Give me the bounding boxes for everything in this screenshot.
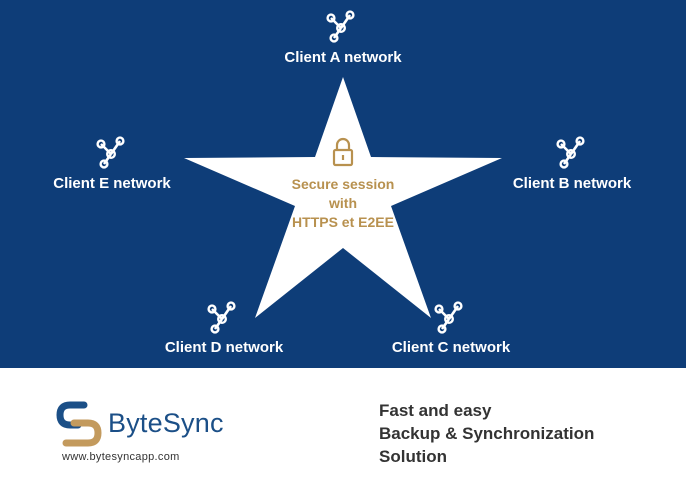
node-label-client-e: Client E network — [53, 175, 171, 192]
footer-panel — [0, 368, 686, 500]
network-nodes-icon — [556, 136, 585, 169]
node-client-e: Client E network — [53, 136, 171, 192]
center-line-1: Secure session — [292, 176, 395, 192]
network-nodes-icon — [326, 10, 355, 43]
tagline-line-1: Fast and easy — [379, 401, 492, 420]
node-label-client-a: Client A network — [284, 49, 402, 66]
network-diagram: Secure session with HTTPS et E2EE Client… — [53, 10, 632, 356]
network-nodes-icon — [96, 136, 125, 169]
network-nodes-icon — [207, 301, 236, 334]
secure-session-star — [184, 77, 502, 318]
lock-icon — [332, 137, 354, 167]
node-label-client-d: Client D network — [165, 339, 284, 356]
bytesync-logo-icon — [56, 401, 102, 447]
tagline-line-2: Backup & Synchronization — [379, 424, 595, 443]
center-line-3: HTTPS et E2EE — [292, 214, 394, 230]
node-client-c: Client C network — [392, 301, 511, 356]
node-client-d: Client D network — [165, 301, 284, 356]
node-client-a: Client A network — [284, 10, 402, 66]
brand-name: ByteSync — [108, 408, 224, 438]
node-label-client-b: Client B network — [513, 175, 632, 192]
tagline-line-3: Solution — [379, 447, 447, 466]
network-nodes-icon — [434, 301, 463, 334]
tagline: Fast and easy Backup & Synchronization S… — [379, 399, 679, 468]
node-label-client-c: Client C network — [392, 339, 511, 356]
brand-url: www.bytesyncapp.com — [62, 451, 180, 463]
center-line-2: with — [328, 195, 357, 211]
node-client-b: Client B network — [513, 136, 632, 192]
